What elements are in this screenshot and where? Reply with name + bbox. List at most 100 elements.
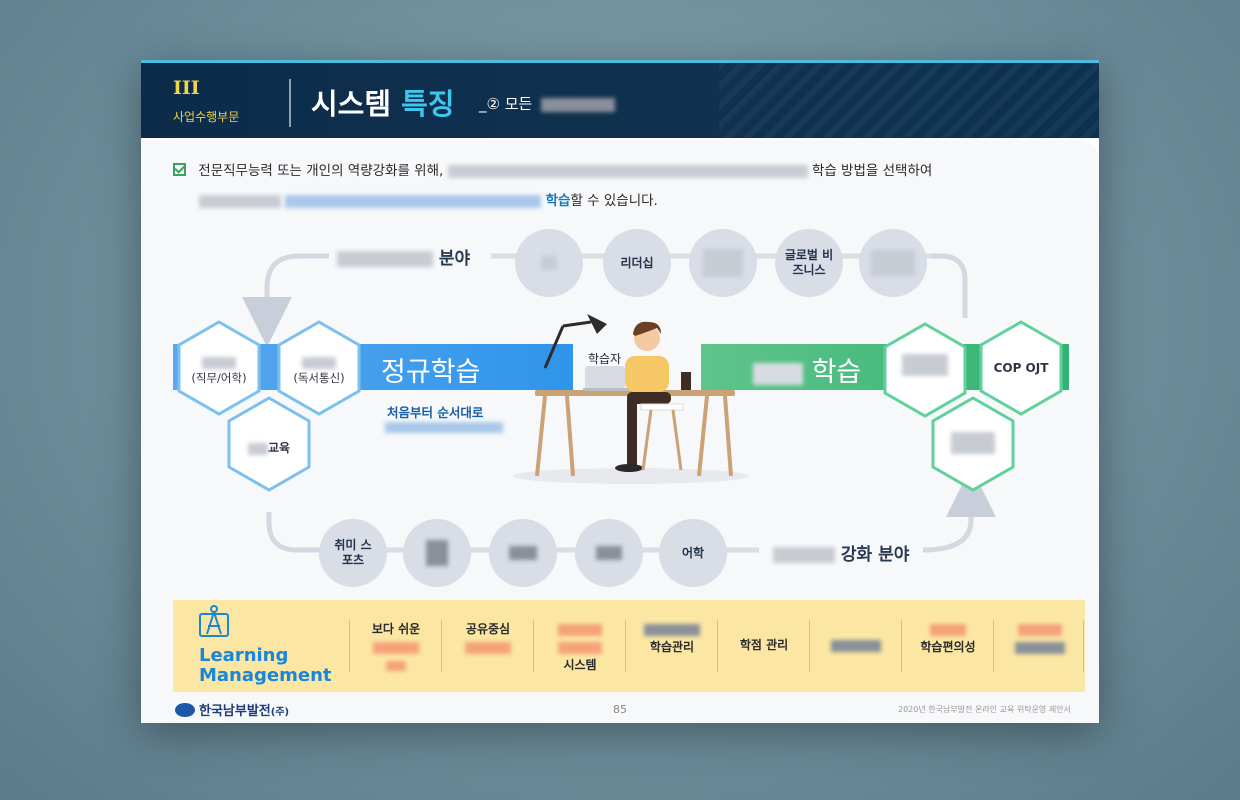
top-field-label: 분야 (337, 244, 470, 269)
title-plain: 시스템 (311, 87, 392, 121)
redacted-text (831, 639, 881, 652)
title-accent: 특징 (401, 87, 455, 121)
redacted-text (285, 194, 542, 208)
section-number: III (173, 77, 200, 99)
feature-label: 보다 쉬운 (371, 622, 421, 636)
bottom-circle-1: 취미 스포츠 (319, 519, 387, 587)
redacted-text (930, 623, 966, 636)
lamp-head (587, 314, 607, 334)
description-line1-start: 전문직무능력 또는 개인의 역량강화를 위해, (198, 163, 444, 179)
divider (993, 620, 994, 672)
top-circle-4: 글로벌 비즈니스 (775, 229, 843, 297)
redacted-text (202, 356, 236, 369)
left-hexagons (177, 320, 361, 492)
section-name: 사업수행부문 (173, 110, 240, 124)
page-number: 85 (613, 703, 627, 716)
description-line1-end: 학습 방법을 선택하여 (811, 163, 933, 179)
hex-right-2: COP OJT (993, 361, 1049, 375)
bottom-field-label-text: 강화 분야 (840, 545, 910, 565)
laptop-base (583, 388, 641, 391)
feature-2: 공유중심 (445, 620, 531, 656)
chair-leg (671, 409, 683, 471)
description-line-2: 학습할 수 있습니다. (173, 186, 1053, 216)
top-circle-label: 리더십 (620, 255, 654, 270)
divider (349, 620, 350, 672)
top-field-label-text: 분야 (438, 249, 471, 269)
description-highlight: 학습 (545, 193, 571, 209)
redacted-text (302, 356, 336, 369)
desk-leg (535, 395, 547, 477)
redacted-text (1018, 623, 1062, 636)
sequential-label: 처음부터 순서대로 (387, 405, 484, 420)
sweater (625, 356, 669, 392)
learning-word: Learning (199, 645, 289, 666)
feature-label: 학습관리 (649, 640, 695, 654)
divider (625, 620, 626, 672)
feature-label: 학습편의성 (920, 640, 976, 654)
divider (809, 620, 810, 672)
bottom-left-curve (266, 512, 331, 553)
logo-icon (175, 703, 195, 717)
description-line2-end: 할 수 있습니다. (570, 193, 658, 209)
hex-right-1 (885, 354, 965, 376)
description: 전문직무능력 또는 개인의 역량강화를 위해, 학습 방법을 선택하여 학습할 … (173, 156, 1053, 216)
hex-left-3: 교육 (229, 440, 309, 456)
top-right-curve (933, 253, 968, 318)
bottom-circle-2 (403, 519, 471, 587)
top-circle-3 (689, 229, 757, 297)
learning-management-title: Learning Management (199, 646, 332, 686)
hex-left-1: (직무/어학) (179, 354, 259, 386)
bottom-circle-3 (489, 519, 557, 587)
hex-right-3 (933, 432, 1013, 454)
redacted-text (753, 362, 803, 385)
self-learning-title-text: 학습 (811, 357, 862, 388)
hair (633, 321, 661, 336)
compass-icon (199, 605, 229, 637)
laptop (585, 366, 625, 390)
divider (533, 620, 534, 672)
feature-8 (997, 620, 1083, 656)
lamp-arm-upper (562, 320, 592, 328)
feature-6 (813, 636, 899, 654)
top-circle-1 (515, 229, 583, 297)
redacted-text (558, 641, 602, 654)
redacted-text (541, 256, 557, 270)
desk-leg (723, 395, 733, 477)
redacted-text (447, 164, 808, 178)
redacted-text (373, 641, 419, 654)
top-circle-5 (859, 229, 927, 297)
bottom-circle-4 (575, 519, 643, 587)
redacted-text (1015, 641, 1065, 654)
bottom-field-label: 강화 분야 (773, 540, 909, 565)
divider (901, 620, 902, 672)
management-word: Management (199, 665, 332, 686)
redacted-text (951, 432, 995, 454)
description-line-1: 전문직무능력 또는 개인의 역량강화를 위해, 학습 방법을 선택하여 (173, 156, 1053, 186)
redacted-text (871, 250, 915, 276)
page-title: 시스템 특징 (311, 81, 455, 123)
learner-label: 학습자 (588, 352, 622, 366)
desk-leg (697, 395, 709, 477)
redacted-subtitle (541, 97, 616, 112)
regular-learning-title: 정규학습 (381, 357, 481, 388)
redacted-text (465, 641, 511, 654)
redacted-text (199, 194, 281, 208)
top-left-arrow (242, 253, 329, 347)
coffee-cup (681, 372, 691, 390)
redacted-text (773, 547, 835, 563)
hex-left-2: (독서통신) (279, 354, 359, 386)
top-circle-label: 글로벌 비즈니스 (784, 248, 834, 277)
leg (627, 400, 637, 466)
feature-4: 학습관리 (629, 620, 715, 656)
feature-label: 시스템 (563, 658, 597, 672)
top-circle-2: 리더십 (603, 229, 671, 297)
checkbox-icon (173, 163, 186, 176)
self-learning-title: 학습 (753, 350, 861, 389)
redacted-text (385, 422, 503, 433)
feature-3: 시스템 (537, 620, 623, 674)
divider (1083, 620, 1084, 672)
hex-left-1-label: (직무/어학) (191, 371, 247, 385)
chair-seat (640, 403, 684, 411)
learner-illustration (513, 314, 749, 484)
chair-leg (641, 409, 653, 471)
